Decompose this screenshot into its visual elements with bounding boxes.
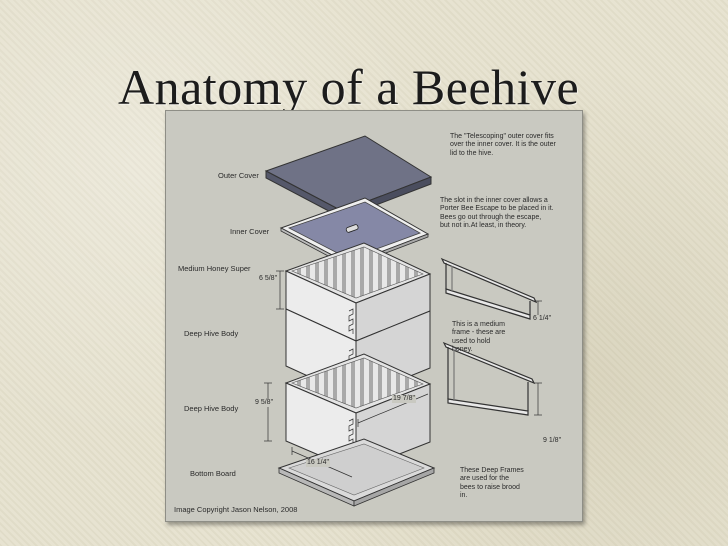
note-inner-cover-slot: The slot in the inner cover allows a Por… [440,197,554,230]
label-inner-cover: Inner Cover [230,227,270,236]
deep-frame [442,341,536,416]
dim-medium-frame: 6 1/4" [532,315,553,324]
note-deep-frames: These Deep Frames are used for the bees … [460,467,524,500]
image-copyright: Image Copyright Jason Nelson, 2008 [174,505,298,514]
note-telescoping-cover: The "Telescoping" outer cover fits over … [450,133,556,157]
dim-bottom-width: 16 1/4" [306,459,330,468]
label-deep-hive-body-1: Deep Hive Body [184,329,239,338]
dim-body-length: 19 7/8" [392,395,416,404]
label-deep-hive-body-2: Deep Hive Body [184,404,239,413]
dim-deep-frame: 9 1/8" [542,437,563,446]
bee-escape-slot [345,224,359,233]
label-bottom-board: Bottom Board [190,469,236,478]
dim-body-height: 9 5/8" [254,399,275,408]
slide-title: Anatomy of a Beehive [118,59,580,115]
beehive-diagram: Outer Cover Inner Cover Medium Honey Sup… [165,110,583,522]
bottom-board [277,438,436,507]
beehive-illustration [264,135,542,507]
label-medium-honey-super: Medium Honey Super [178,264,251,273]
note-medium-frame: This is a medium frame - these are used … [452,321,506,354]
dim-super-height: 6 5/8" [258,275,279,284]
label-outer-cover: Outer Cover [218,171,259,180]
medium-frame [440,257,538,320]
